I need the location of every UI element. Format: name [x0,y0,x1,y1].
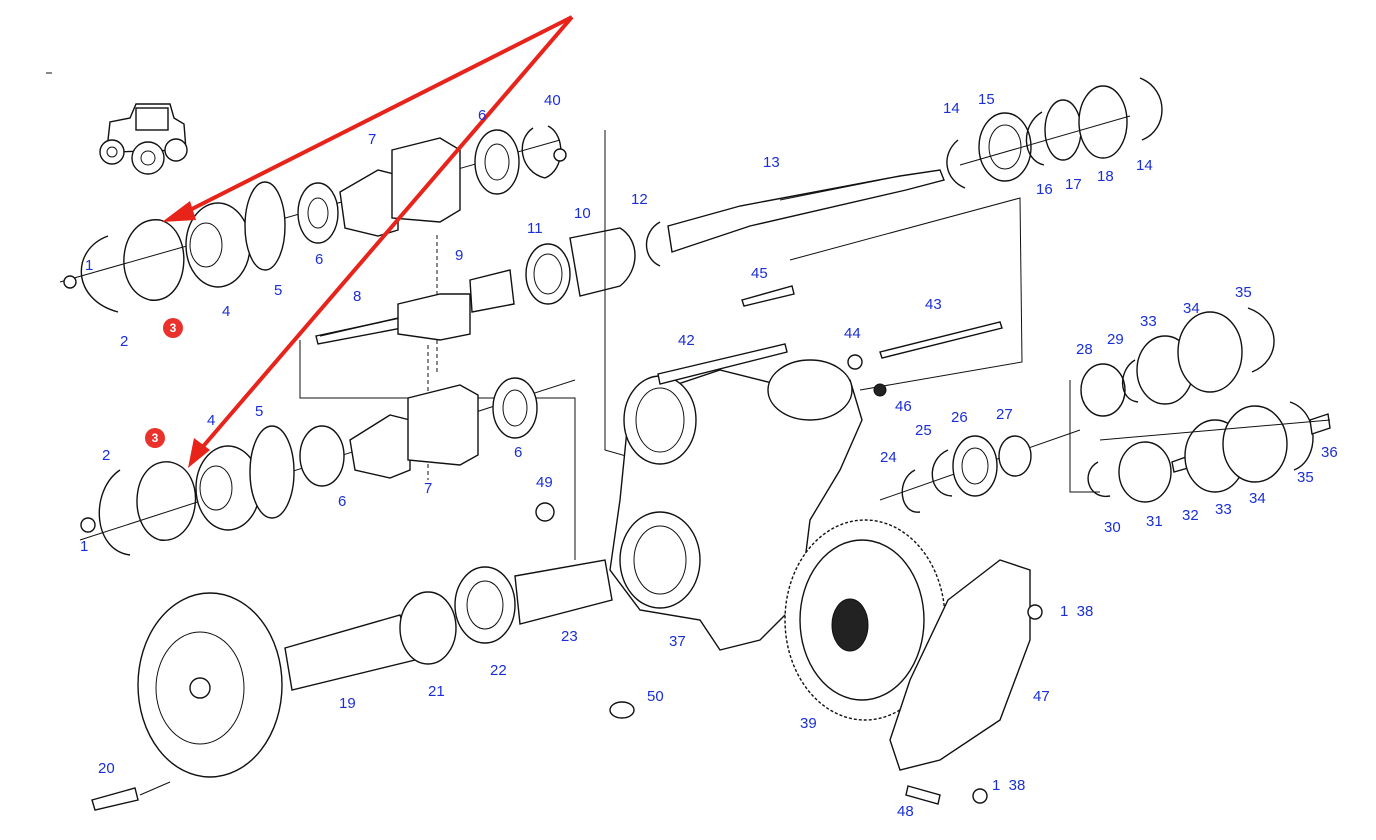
callout-19: 19 [339,695,356,712]
callout-5-top: 5 [274,282,282,299]
bull-gear [784,519,946,721]
top-gear-train [59,125,567,313]
callout-45: 45 [751,265,768,282]
callout-6-top: 6 [315,251,323,268]
callout-16: 16 [1036,181,1053,198]
callout-1-top: 1 [85,257,93,274]
callout-5-bottom: 5 [255,403,263,420]
callout-28: 28 [1076,341,1093,358]
callout-33-bottom: 33 [1215,501,1232,518]
callout-2-bottom: 2 [102,447,110,464]
callout-22: 22 [490,662,507,679]
callout-47: 47 [1033,688,1050,705]
callout-37: 37 [669,633,686,650]
callout-48: 48 [897,803,914,820]
callout-39: 39 [800,715,817,732]
bottom-gear-train [79,377,576,556]
callout-36: 36 [1321,444,1338,461]
callout-34-bottom: 34 [1249,490,1266,507]
callout-10: 10 [574,205,591,222]
callout-46: 46 [895,398,912,415]
callout-24: 24 [880,449,897,466]
callout-17: 17 [1065,176,1082,193]
callout-31: 31 [1146,513,1163,530]
callout-40: 40 [544,92,561,109]
callout-13: 13 [763,154,780,171]
callout-25: 25 [915,422,932,439]
callout-35-bottom: 35 [1297,469,1314,486]
callout-6-bottom: 6 [338,493,346,510]
callout-33-top: 33 [1140,313,1157,330]
callout-50: 50 [647,688,664,705]
callout-7-top: 7 [368,131,376,148]
callout-34-top: 34 [1183,300,1200,317]
tractor-icon [46,72,188,175]
callout-43: 43 [925,296,942,313]
callout-18: 18 [1097,168,1114,185]
callout-14-left: 14 [943,100,960,117]
main-shaft [667,77,1163,253]
callout-1-bottom: 1 [80,538,88,555]
callout-15: 15 [978,91,995,108]
badge-top: 3 [163,318,183,338]
callout-2-top: 2 [120,333,128,350]
callout-30: 30 [1104,519,1121,536]
callout-6-bottom-right: 6 [514,444,522,461]
svg-text:3: 3 [170,321,177,335]
badge-bottom: 3 [145,428,165,448]
countershaft [315,221,661,345]
callout-4-bottom: 4 [207,412,215,429]
callout-labels: 1 2 4 5 6 7 6 40 8 9 11 10 12 13 14 15 1… [80,91,1338,820]
callout-11: 11 [527,220,543,237]
callout-14-right: 14 [1136,157,1153,174]
callout-1-38-bottom: 1 38 [992,777,1025,794]
callout-49: 49 [536,474,553,491]
callout-26: 26 [951,409,968,426]
callout-8: 8 [353,288,361,305]
annotation-arrows [162,15,574,468]
callout-27: 27 [996,406,1013,423]
callout-7-bottom: 7 [424,480,432,497]
brake-parts [879,307,1331,513]
callout-35-top: 35 [1235,284,1252,301]
callout-21: 21 [428,683,445,700]
callout-44: 44 [844,325,861,342]
final-drive-cover [889,559,1031,771]
callout-12: 12 [631,191,648,208]
callout-20: 20 [98,760,115,777]
callout-42: 42 [678,332,695,349]
callout-23: 23 [561,628,578,645]
callout-9: 9 [455,247,463,264]
axle-hub [91,559,613,811]
svg-text:3: 3 [152,431,159,445]
callout-6-top-right: 6 [478,107,486,124]
fasteners [319,285,1043,805]
callout-1-38-top: 1 38 [1060,603,1093,620]
callout-29: 29 [1107,331,1124,348]
callout-4-top: 4 [222,303,230,320]
callout-32: 32 [1182,507,1199,524]
